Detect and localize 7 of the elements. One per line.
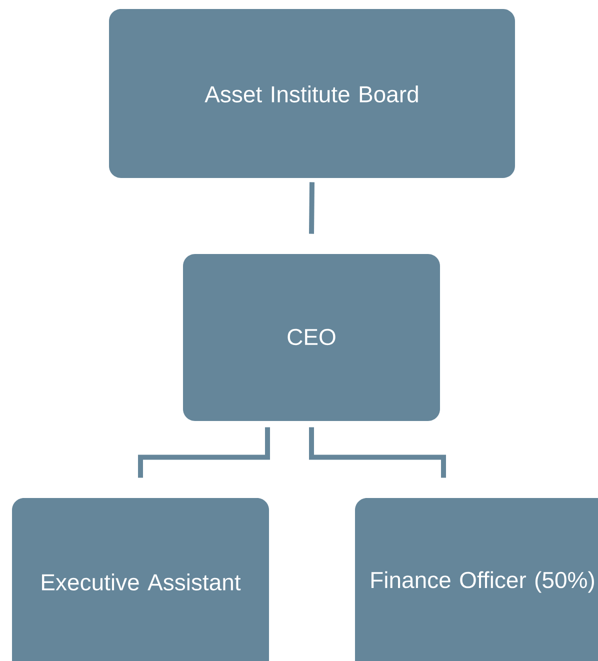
org-box: Executive Assistant	[12, 498, 269, 661]
org-box: Asset Institute Board	[109, 9, 515, 178]
connector-line	[309, 427, 446, 478]
connector-line	[309, 182, 314, 234]
connector-line	[138, 427, 270, 478]
org-box: Finance Officer (50%)	[355, 498, 598, 661]
org-box: CEO	[183, 254, 440, 421]
